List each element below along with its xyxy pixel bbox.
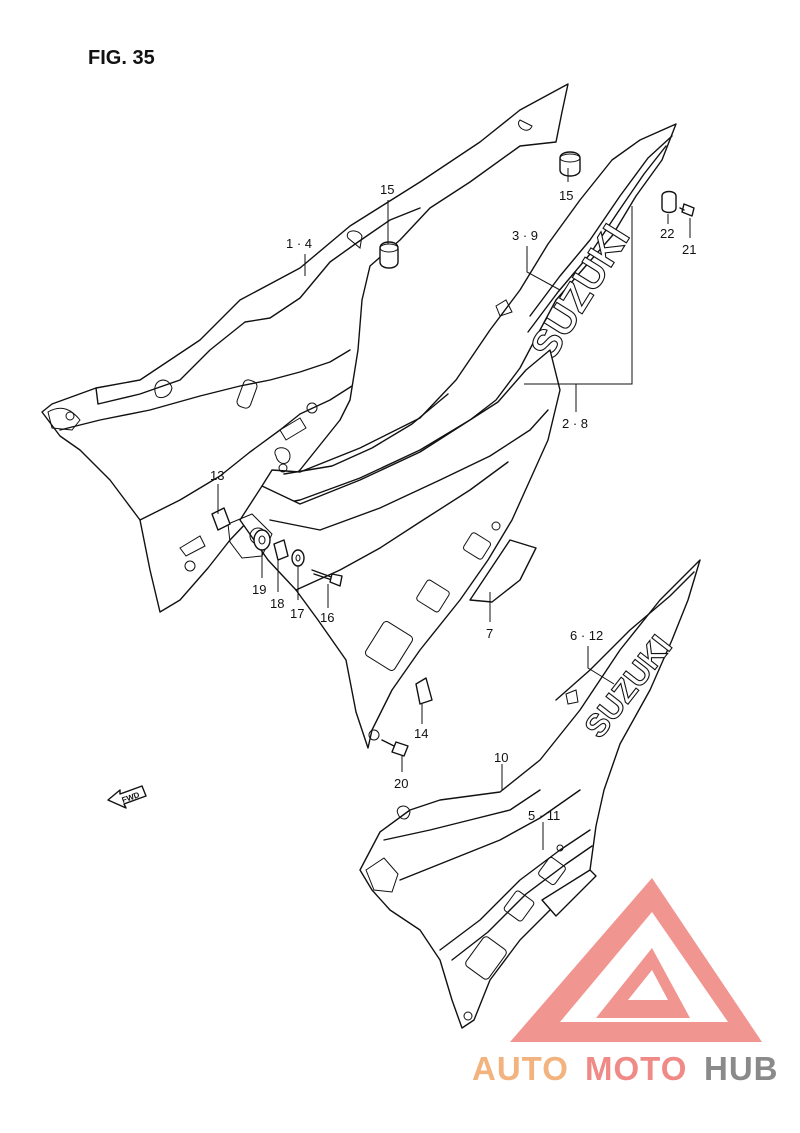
callout-1-4: 1 · 4 <box>286 236 312 251</box>
callout-2-8: 2 · 8 <box>562 416 588 431</box>
pad-part-14 <box>415 677 433 705</box>
callout-3-9: 3 · 9 <box>512 228 538 243</box>
callout-13: 13 <box>210 468 224 483</box>
callout-7: 7 <box>486 626 493 641</box>
reflector-part-7 <box>469 539 537 603</box>
grommet-15-right <box>559 151 581 177</box>
watermark-text-auto: AUTO <box>472 1050 569 1087</box>
figure-title: FIG. 35 <box>88 47 155 69</box>
washer-part-17 <box>291 549 305 567</box>
watermark-text-moto: MOTO <box>585 1050 687 1087</box>
callout-22: 22 <box>660 226 674 241</box>
screw-part-21 <box>679 203 695 217</box>
callout-17: 17 <box>290 606 304 621</box>
callout-15-right: 15 <box>559 188 573 203</box>
grommet-part-19 <box>253 529 271 551</box>
screw-part-20 <box>381 739 409 757</box>
watermark-text-hub: HUB <box>704 1050 779 1087</box>
callout-5-11: 5 · 11 <box>528 808 560 823</box>
callout-19: 19 <box>252 582 266 597</box>
callout-16: 16 <box>320 610 334 625</box>
fwd-arrow: FWD <box>107 785 147 809</box>
callout-14: 14 <box>414 726 428 741</box>
callout-15-left: 15 <box>380 182 394 197</box>
callout-21: 21 <box>682 242 696 257</box>
watermark-logo: AUTO MOTO HUB <box>472 878 779 1087</box>
callout-10: 10 <box>494 750 508 765</box>
callout-20: 20 <box>394 776 408 791</box>
frame-cover-center-part-2-8 <box>227 299 561 749</box>
collar-part-18 <box>273 539 289 561</box>
bolt-part-16 <box>311 569 343 587</box>
nut-part-22 <box>661 190 677 214</box>
callout-labels: 1 · 4 15 15 3 · 9 22 21 2 · 8 13 19 18 1… <box>210 182 696 823</box>
bracket-part-13 <box>211 507 231 531</box>
callout-6-12: 6 · 12 <box>570 628 603 643</box>
leader-lines <box>217 168 691 850</box>
callout-18: 18 <box>270 596 284 611</box>
watermark-mark <box>510 878 762 1042</box>
grommet-15-left <box>379 241 399 269</box>
frame-cover-left-part-1-4 <box>41 83 569 613</box>
